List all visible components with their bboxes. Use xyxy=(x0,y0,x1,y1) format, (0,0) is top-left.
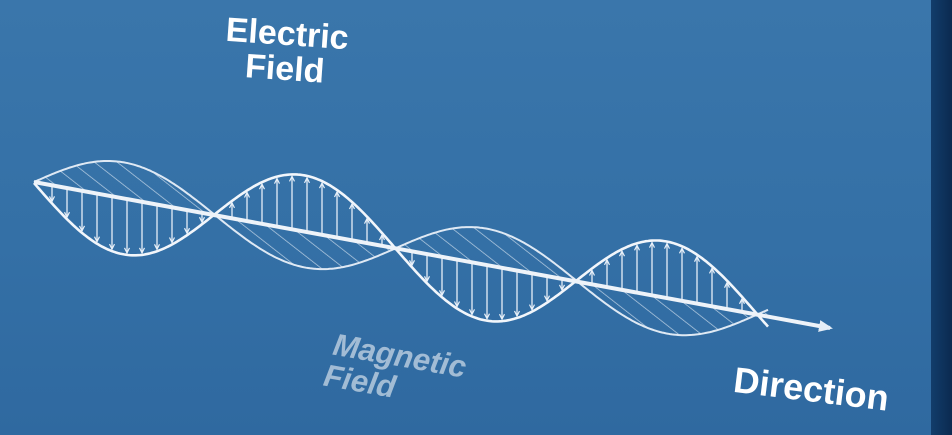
electric-vector-arrowhead xyxy=(333,190,341,198)
electric-vector-arrowhead xyxy=(258,182,266,190)
propagation-axis-arrow xyxy=(33,180,833,332)
electric-vector-arrowhead xyxy=(528,304,536,311)
electric-vector-arrowhead xyxy=(588,269,596,276)
electric-vector-arrowhead xyxy=(63,211,71,219)
electric-vector-arrowhead xyxy=(378,233,386,241)
electric-vector-arrowhead xyxy=(408,260,416,267)
electric-vector-arrowhead xyxy=(228,201,236,209)
electric-vector-arrowhead xyxy=(93,236,101,244)
wave-diagram xyxy=(33,160,833,337)
electric-vector-arrowhead xyxy=(663,242,671,249)
electric-vector-arrowhead xyxy=(603,258,611,266)
electric-vector-arrowhead xyxy=(543,295,551,303)
electric-vector-arrowhead xyxy=(78,225,86,233)
electric-vector-arrowhead xyxy=(303,176,311,184)
electric-vector-arrowhead xyxy=(48,196,56,203)
electric-vector-arrowhead xyxy=(558,284,566,292)
electric-vector-arrowhead xyxy=(513,310,521,318)
electric-vector-arrowhead xyxy=(288,175,296,182)
magnetic-wave-curve xyxy=(33,160,769,337)
electric-field-label: Electric Field xyxy=(204,11,368,92)
electric-vector-arrowhead xyxy=(123,247,131,255)
electric-vector-arrowhead xyxy=(678,246,686,254)
electric-vector-arrowhead xyxy=(153,244,161,251)
electric-vector-arrowhead xyxy=(168,237,176,244)
electric-field-wave xyxy=(33,173,769,328)
electric-vector-arrowhead xyxy=(723,281,731,288)
electric-vector-arrowhead xyxy=(738,297,746,305)
electric-vector-arrowhead xyxy=(108,243,116,251)
electric-vector-arrowhead xyxy=(468,309,476,316)
right-edge-strip xyxy=(931,0,952,435)
electric-vector-arrowhead xyxy=(438,290,446,297)
electric-wave-curve xyxy=(33,173,769,328)
electric-vector-arrowhead xyxy=(498,313,506,321)
electric-vector-arrowhead xyxy=(318,181,326,189)
electric-vector-arrowhead xyxy=(648,241,656,248)
electric-vector-arrowhead xyxy=(453,301,461,308)
electric-vector-arrowhead xyxy=(198,216,206,224)
electric-vector-arrowhead xyxy=(633,243,641,251)
electric-vector-arrowhead xyxy=(708,267,716,274)
electric-vector-arrowhead xyxy=(243,191,251,198)
electric-vector-arrowhead xyxy=(138,247,146,255)
diagram-background xyxy=(0,0,931,435)
electric-vector-arrowhead xyxy=(483,313,491,321)
electric-vector-arrowhead xyxy=(423,276,431,283)
electric-vector-arrowhead xyxy=(273,177,281,184)
electric-vector-arrowhead xyxy=(363,217,371,224)
electric-vector-arrowhead xyxy=(348,202,356,210)
electric-vector-arrowhead xyxy=(618,249,626,257)
electric-vector-arrowhead xyxy=(693,255,701,262)
electric-vector-arrowhead xyxy=(183,227,191,235)
